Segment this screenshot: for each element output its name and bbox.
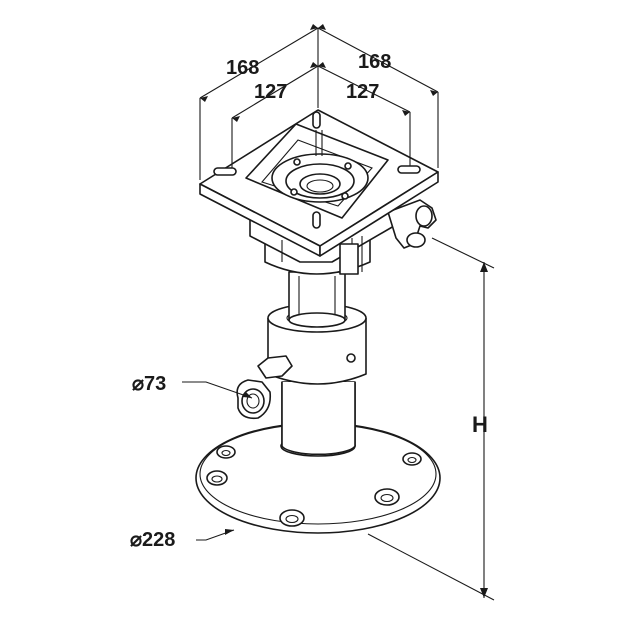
dim-outer-left: 168 (226, 57, 259, 79)
height-dimension-line (367, 237, 495, 601)
base-plate (195, 422, 441, 534)
dim-base-diameter: ⌀228 (130, 529, 175, 551)
dim-height: H (472, 412, 488, 437)
width-dimension-lines (199, 24, 439, 180)
lower-tube (280, 381, 356, 457)
top-mounting-plate (199, 109, 439, 257)
dim-tube-diameter: ⌀73 (132, 373, 166, 395)
upper-tube (288, 271, 346, 328)
base-mounting-holes (206, 445, 422, 527)
dim-inner-right: 127 (346, 81, 379, 103)
diameter-leaders (182, 381, 253, 541)
swivel-lock-lever (387, 199, 437, 249)
dim-inner-left: 127 (254, 81, 287, 103)
dim-outer-right: 168 (358, 51, 391, 73)
plate-slots (213, 111, 421, 229)
height-adjust-lever (236, 355, 293, 420)
